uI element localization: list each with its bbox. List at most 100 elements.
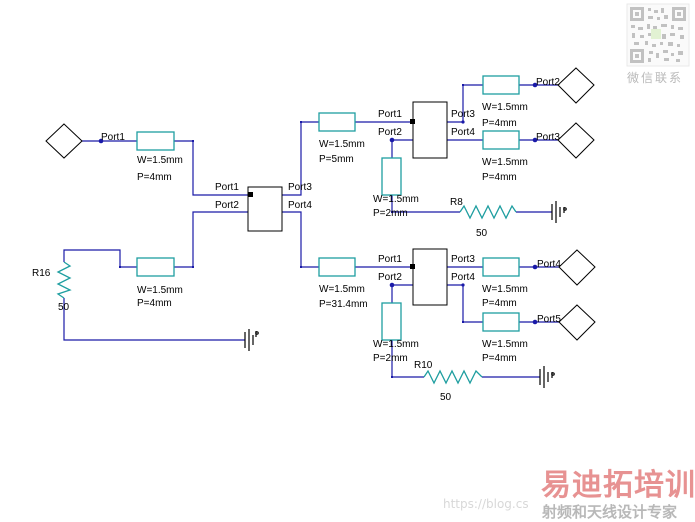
tline-length: P=5mm [319, 154, 354, 165]
coupler-1[interactable] [247, 186, 283, 232]
coupler-pin-label: Port4 [451, 272, 475, 283]
resistor-r10[interactable] [423, 369, 483, 385]
junction-dot [389, 282, 395, 288]
tline-width: W=1.5mm [373, 194, 419, 205]
tline-lower[interactable] [318, 257, 356, 277]
grounds [244, 201, 567, 388]
tline-length: P=2mm [373, 208, 408, 219]
wire-tick [300, 121, 302, 123]
coupler-marker [410, 119, 415, 124]
coupler-markers [248, 119, 415, 269]
resistor-label: R8 [450, 197, 463, 208]
qr-code-center [651, 29, 661, 39]
wire-tick [391, 211, 393, 213]
brand-subtitle-watermark: 射频和天线设计专家 [541, 503, 677, 521]
tline-width: W=1.5mm [319, 139, 365, 150]
resistor-label: R10 [414, 360, 433, 371]
tline-out-port2[interactable] [482, 75, 520, 95]
ground-symbol [551, 201, 567, 223]
resistor-value: 50 [440, 392, 452, 403]
tline-width: W=1.5mm [482, 102, 528, 113]
wire-tick [119, 266, 121, 268]
junction-dot [532, 82, 538, 88]
resistor-value: 50 [476, 228, 488, 239]
wire-tick [192, 140, 194, 142]
labels: Port1 Port2 Port3 Port4 Port5 Port1 Port… [32, 77, 561, 403]
tline-length: P=4mm [482, 353, 517, 364]
tline-width: W=1.5mm [373, 339, 419, 350]
ground-symbol [539, 366, 555, 388]
port-2-symbol[interactable] [557, 67, 595, 104]
junction-dot [532, 264, 538, 270]
wire-tick [462, 321, 464, 323]
wire-tick [192, 266, 194, 268]
tline-length: P=2mm [373, 353, 408, 364]
tline-out-port3[interactable] [482, 130, 520, 150]
port-label: Port2 [536, 77, 560, 88]
port-label: Port4 [537, 259, 561, 270]
wire-tick [462, 84, 464, 86]
wechat-contact-label: 微信联系 [627, 71, 683, 85]
coupler-pin-label: Port3 [451, 254, 475, 265]
port-5-symbol[interactable] [558, 304, 596, 341]
junction-dot [461, 283, 465, 287]
tline-lower-stub[interactable] [381, 302, 402, 341]
qr-watermark [626, 3, 690, 67]
tline-length: P=4mm [482, 172, 517, 183]
junction-dots [98, 82, 538, 325]
coupler-pin-label: Port4 [451, 127, 475, 138]
resistor-label: R16 [32, 268, 51, 279]
tline-width: W=1.5mm [482, 157, 528, 168]
coupler-pin-label: Port3 [288, 182, 312, 193]
tline-isolation[interactable] [136, 257, 175, 277]
resistor-value: 50 [58, 302, 70, 313]
tline-width: W=1.5mm [137, 155, 183, 166]
coupler-3[interactable] [412, 248, 448, 306]
junction-dot [389, 137, 395, 143]
coupler-marker [248, 192, 253, 197]
tline-width: W=1.5mm [319, 284, 365, 295]
coupler-pin-label: Port1 [215, 182, 239, 193]
resistors [56, 204, 517, 385]
coupler-pin-label: Port1 [378, 254, 402, 265]
tline-input[interactable] [136, 131, 175, 151]
junction-dot [461, 120, 465, 124]
port-3-symbol[interactable] [557, 122, 595, 159]
tline-width: W=1.5mm [482, 284, 528, 295]
wire-tick [300, 266, 302, 268]
tline-length: P=4mm [137, 298, 172, 309]
tline-length: P=4mm [482, 298, 517, 309]
tline-out-port5[interactable] [482, 312, 520, 332]
ports [45, 67, 596, 341]
coupler-marker [410, 264, 415, 269]
port-label: Port1 [101, 132, 125, 143]
coupler-pin-label: Port2 [215, 200, 239, 211]
tline-length: P=4mm [482, 118, 517, 129]
port-label: Port3 [536, 132, 560, 143]
port-1-symbol[interactable] [45, 123, 83, 159]
wires [63, 84, 560, 378]
tline-width: W=1.5mm [137, 285, 183, 296]
junction-dot [532, 319, 538, 325]
port-label: Port5 [537, 314, 561, 325]
couplers [247, 101, 448, 306]
coupler-pin-label: Port4 [288, 200, 312, 211]
resistor-r16[interactable] [56, 261, 72, 299]
coupler-pin-label: Port1 [378, 109, 402, 120]
coupler-2[interactable] [412, 101, 448, 159]
transmission-lines [136, 75, 520, 341]
tline-upper[interactable] [318, 112, 356, 132]
tline-out-port4[interactable] [482, 257, 520, 277]
port-4-symbol[interactable] [558, 249, 596, 286]
tline-length: P=4mm [137, 172, 172, 183]
resistor-r8[interactable] [459, 204, 517, 220]
wire-ticks [119, 84, 464, 378]
tline-upper-stub[interactable] [381, 157, 402, 196]
qr-code-pattern [630, 7, 686, 63]
coupler-pin-label: Port3 [451, 109, 475, 120]
brand-watermark: 易迪拓培训 [541, 468, 695, 503]
blog-url-watermark: https://blog.cs [443, 497, 529, 511]
wire-tick [391, 376, 393, 378]
qr-code [626, 3, 690, 67]
